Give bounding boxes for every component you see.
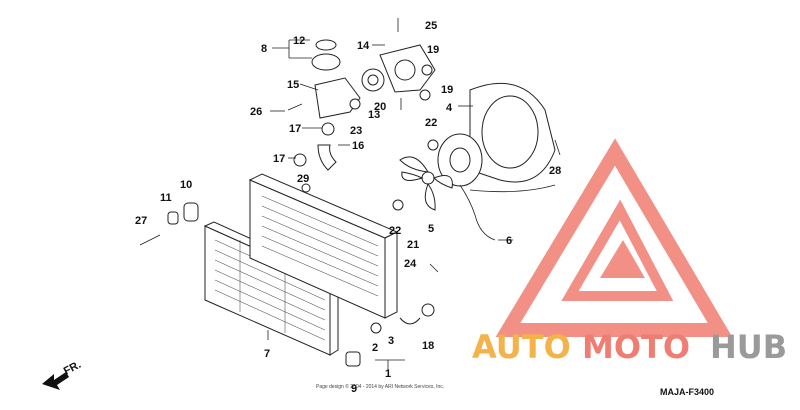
callout-15: 15: [287, 79, 299, 91]
radiator-cap-part[interactable]: [311, 39, 341, 71]
radiator-core-part[interactable]: [248, 173, 399, 319]
radiator-hose-part[interactable]: [317, 144, 337, 171]
nut-part-22-upper[interactable]: [427, 139, 439, 151]
watermark-wordmark: AUTO MOTO HUB: [472, 328, 787, 366]
drain-hose-part-3[interactable]: [399, 317, 421, 325]
callout-21: 21: [407, 239, 419, 251]
watermark-word-auto: AUTO: [472, 328, 571, 366]
collar-part-11[interactable]: [167, 211, 179, 225]
drawing-code: MAJA-F3400: [660, 387, 714, 397]
bolt-part-29[interactable]: [301, 183, 311, 193]
callout-22-lower: 22: [389, 225, 401, 237]
fan-motor-part[interactable]: [437, 133, 483, 187]
callout-4: 4: [446, 102, 453, 114]
fan-shroud-part[interactable]: [469, 82, 556, 183]
thermostat-housing-part[interactable]: [379, 44, 436, 93]
callout-22-upper: 22: [425, 117, 437, 129]
callout-13: 13: [368, 109, 380, 121]
callout-11: 11: [160, 192, 172, 204]
callout-26: 26: [250, 106, 262, 118]
callout-1: 1: [385, 368, 391, 380]
callout-10: 10: [180, 179, 192, 191]
callout-2: 2: [372, 342, 378, 354]
callout-7: 7: [264, 348, 270, 360]
bolt-part-26[interactable]: [287, 103, 303, 111]
callout-19-lower: 19: [441, 84, 453, 96]
thermostat-part[interactable]: [361, 68, 385, 92]
callout-20: 20: [374, 101, 386, 113]
bolt-part-28[interactable]: [554, 139, 561, 156]
bolt-part-27[interactable]: [139, 234, 161, 246]
callout-23: 23: [350, 125, 362, 137]
callout-14: 14: [357, 40, 370, 52]
callout-16: 16: [352, 140, 364, 152]
switch-part-24[interactable]: [429, 263, 439, 273]
callout-6: 6: [506, 235, 512, 247]
o-ring-part-19-upper[interactable]: [421, 64, 433, 76]
fan-wire-harness-part[interactable]: [459, 184, 496, 241]
nut-part-22-lower[interactable]: [392, 199, 404, 211]
callout-17-lower: 17: [273, 153, 285, 165]
packing-part-23[interactable]: [349, 98, 361, 110]
rubber-mount-part-10[interactable]: [183, 202, 199, 222]
callout-27: 27: [135, 215, 147, 227]
o-ring-part-19-lower[interactable]: [419, 89, 431, 101]
callout-24: 24: [404, 258, 417, 270]
filler-neck-part[interactable]: [314, 77, 361, 119]
front-arrow-icon: [42, 372, 69, 390]
callout-19-upper: 19: [427, 44, 439, 56]
watermark-logo-icon: [495, 138, 733, 337]
callout-29: 29: [297, 173, 309, 185]
fan-wire-lead-part[interactable]: [469, 184, 556, 193]
callout-3: 3: [388, 335, 394, 347]
callout-17-upper: 17: [289, 123, 301, 135]
callout-9: 9: [351, 383, 357, 395]
cap-part-9[interactable]: [345, 351, 361, 367]
callout-28: 28: [549, 165, 561, 177]
clamp-part-17-lower[interactable]: [293, 153, 307, 167]
cap-part-18[interactable]: [421, 303, 435, 317]
clamp-part-17-upper[interactable]: [321, 122, 335, 136]
watermark-word-hub: HUB: [710, 328, 787, 366]
callout-8: 8: [261, 43, 267, 55]
footer-copyright: Page design © 2004 - 2014 by ARI Network…: [316, 383, 444, 390]
callout-labels: 1 2 3 4 5 6 7 8 9 10 11 12 13 14 15 16 1…: [135, 20, 561, 395]
front-label: FR.: [62, 359, 83, 378]
callout-12: 12: [293, 35, 305, 47]
leader-lines: [267, 39, 513, 370]
watermark-word-moto: MOTO: [582, 328, 690, 366]
bolt-part-2[interactable]: [370, 322, 382, 334]
front-direction-indicator: FR.: [42, 359, 83, 390]
callout-25: 25: [425, 20, 437, 32]
callout-18: 18: [422, 340, 434, 352]
callout-5: 5: [428, 223, 434, 235]
fan-blade-part[interactable]: [399, 156, 453, 211]
